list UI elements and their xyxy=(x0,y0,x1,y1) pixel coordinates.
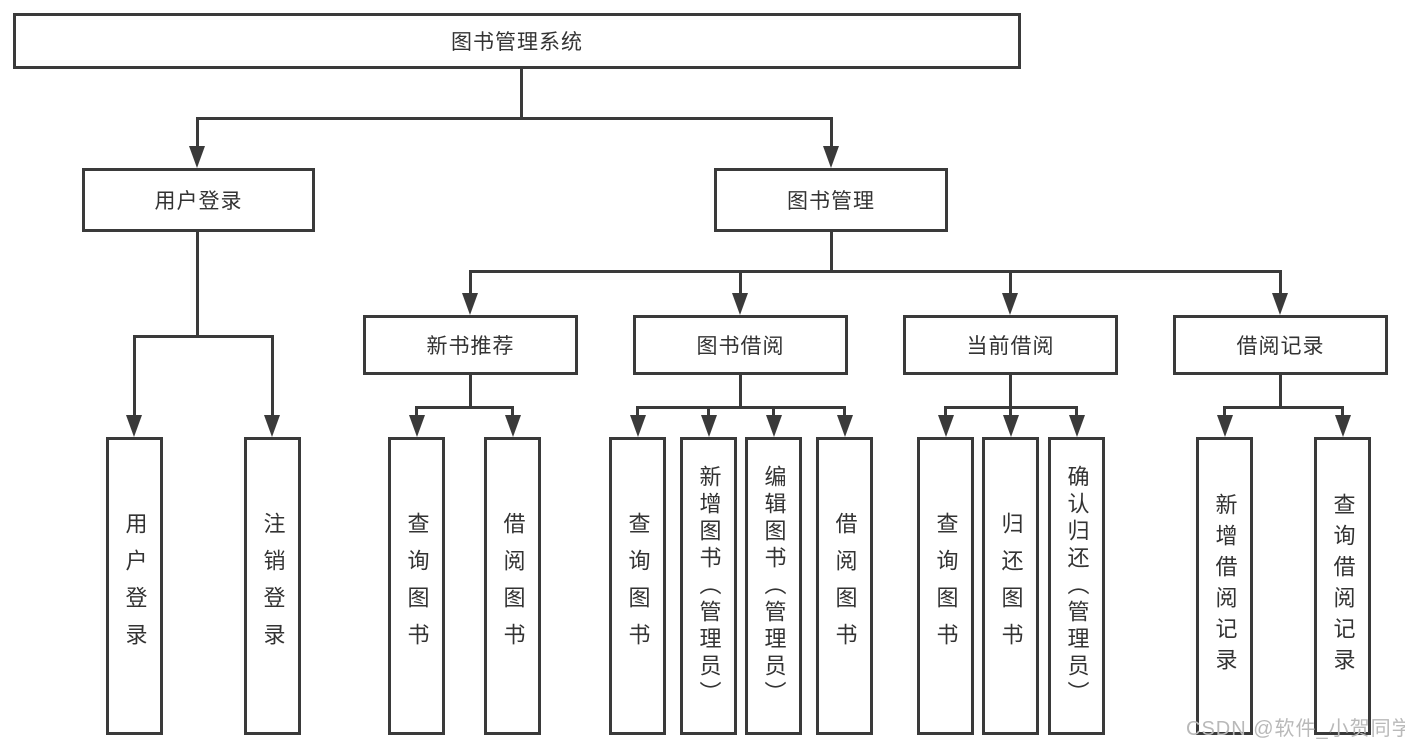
node-borrowing-records: 借阅记录 xyxy=(1173,315,1388,375)
connector-line xyxy=(707,406,710,418)
arrow-down-icon xyxy=(1002,415,1019,437)
leaf-return-books: 归还图书 xyxy=(982,437,1039,735)
connector-line xyxy=(636,405,846,409)
arrow-down-icon xyxy=(1334,415,1351,437)
connector-line xyxy=(843,406,846,418)
connector-line xyxy=(132,335,136,418)
arrow-down-icon xyxy=(126,415,142,437)
arrow-down-icon xyxy=(823,146,839,168)
connector-line xyxy=(415,405,514,409)
connector-line xyxy=(132,334,274,338)
leaf-confirm-return-admin: 确认归还（管理员） xyxy=(1048,437,1105,735)
leaf-borrow-books: 借阅图书 xyxy=(484,437,541,735)
arrow-down-icon xyxy=(732,293,748,315)
arrow-down-icon xyxy=(408,415,425,437)
connector-line xyxy=(195,117,199,149)
arrow-down-icon xyxy=(1068,415,1085,437)
connector-line xyxy=(415,406,418,418)
connector-line xyxy=(829,232,833,273)
connector-line xyxy=(944,406,947,418)
arrow-down-icon xyxy=(629,415,646,437)
connector-line xyxy=(944,405,1078,409)
leaf-add-books-admin: 新增图书（管理员） xyxy=(680,437,737,735)
arrow-down-icon xyxy=(504,415,521,437)
arrow-down-icon xyxy=(1216,415,1233,437)
arrow-down-icon xyxy=(189,146,205,168)
connector-line xyxy=(519,68,523,118)
node-current-borrowing: 当前借阅 xyxy=(903,315,1118,375)
arrow-down-icon xyxy=(836,415,853,437)
arrow-down-icon xyxy=(765,415,782,437)
connector-line xyxy=(738,270,742,296)
leaf-query-books-2: 查询图书 xyxy=(609,437,666,735)
connector-line xyxy=(1008,375,1012,409)
arrow-down-icon xyxy=(700,415,717,437)
connector-line xyxy=(829,117,833,149)
connector-line xyxy=(195,232,199,338)
connector-line xyxy=(1075,406,1078,418)
connector-line xyxy=(1278,375,1282,409)
connector-line xyxy=(1278,270,1282,296)
leaf-borrow-books-2: 借阅图书 xyxy=(816,437,873,735)
arrow-down-icon xyxy=(462,293,478,315)
connector-line xyxy=(1009,406,1012,418)
leaf-add-borrow-record: 新增借阅记录 xyxy=(1196,437,1253,735)
connector-line xyxy=(468,269,1282,273)
connector-line xyxy=(636,406,639,418)
connector-line xyxy=(468,375,472,409)
node-new-book-recommendation: 新书推荐 xyxy=(363,315,578,375)
node-book-management: 图书管理 xyxy=(714,168,948,232)
connector-line xyxy=(1341,406,1344,418)
connector-line xyxy=(1223,406,1226,418)
connector-line xyxy=(738,375,742,409)
connector-line xyxy=(1223,405,1344,409)
leaf-edit-books-admin: 编辑图书（管理员） xyxy=(745,437,802,735)
connector-line xyxy=(772,406,775,418)
connector-line xyxy=(1008,270,1012,296)
leaf-logout: 注销登录 xyxy=(244,437,301,735)
leaf-query-books-3: 查询图书 xyxy=(917,437,974,735)
connector-line xyxy=(468,270,472,296)
node-library-management-system: 图书管理系统 xyxy=(13,13,1021,69)
connector-line xyxy=(511,406,514,418)
arrow-down-icon xyxy=(1272,293,1288,315)
connector-line xyxy=(195,116,833,120)
leaf-query-books: 查询图书 xyxy=(388,437,445,735)
leaf-query-borrow-record: 查询借阅记录 xyxy=(1314,437,1371,735)
node-book-borrowing: 图书借阅 xyxy=(633,315,848,375)
arrow-down-icon xyxy=(264,415,280,437)
csdn-watermark: CSDN @软件_小贺同学 xyxy=(1186,718,1405,740)
arrow-down-icon xyxy=(937,415,954,437)
leaf-user-login: 用户登录 xyxy=(106,437,163,735)
arrow-down-icon xyxy=(1002,293,1018,315)
connector-line xyxy=(270,335,274,418)
node-user-login: 用户登录 xyxy=(82,168,315,232)
